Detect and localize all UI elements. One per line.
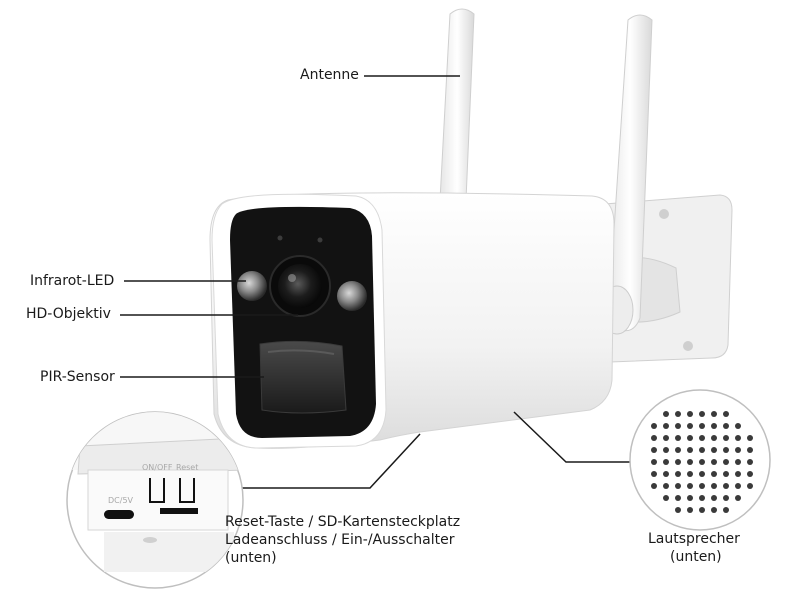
callout-reset-sd: Reset-Taste / SD-Kartensteckplatz Ladean… (225, 513, 460, 567)
speaker-hole (699, 507, 705, 513)
speaker-hole (735, 435, 741, 441)
speaker-hole (711, 423, 717, 429)
speaker-hole (663, 471, 669, 477)
speaker-hole (663, 459, 669, 465)
callout-reset-line3: (unten) (225, 550, 277, 566)
callout-reset-line2: Ladeanschluss / Ein-/Ausschalter (225, 532, 455, 548)
speaker-hole (675, 435, 681, 441)
callout-infrared-led: Infrarot-LED (30, 273, 115, 289)
switch-label: ON/OFF (142, 463, 173, 472)
speaker-hole (699, 435, 705, 441)
speaker-hole (699, 423, 705, 429)
speaker-hole (723, 435, 729, 441)
hd-lens (278, 264, 322, 308)
inset-ports (66, 411, 244, 589)
reset-label: Reset (176, 463, 198, 472)
speaker-hole (675, 495, 681, 501)
port-label-dc: DC/5V (108, 496, 134, 505)
speaker-hole (711, 411, 717, 417)
speaker-hole (687, 423, 693, 429)
speaker-hole (723, 423, 729, 429)
speaker-hole (723, 483, 729, 489)
callout-speaker: Lautsprecher (unten) (648, 530, 740, 566)
speaker-hole (723, 459, 729, 465)
antenna-left (439, 8, 475, 201)
speaker-hole (675, 471, 681, 477)
callout-speaker-line1: Lautsprecher (648, 531, 740, 547)
pir-sensor (259, 340, 347, 414)
speaker-hole (675, 423, 681, 429)
speaker-hole (711, 471, 717, 477)
speaker-hole (687, 507, 693, 513)
speaker-hole (711, 483, 717, 489)
speaker-hole (663, 447, 669, 453)
callout-reset-line1: Reset-Taste / SD-Kartensteckplatz (225, 514, 461, 530)
speaker-hole (747, 483, 753, 489)
speaker-hole (747, 471, 753, 477)
speaker-hole (699, 459, 705, 465)
callout-pir-sensor: PIR-Sensor (40, 369, 115, 385)
speaker-hole (651, 447, 657, 453)
callout-speaker-line2: (unten) (670, 549, 722, 565)
speaker-hole (735, 471, 741, 477)
speaker-hole (687, 459, 693, 465)
speaker-hole (675, 483, 681, 489)
speaker-hole (699, 411, 705, 417)
speaker-hole (723, 411, 729, 417)
speaker-hole (723, 495, 729, 501)
speaker-hole (747, 447, 753, 453)
speaker-hole (651, 471, 657, 477)
speaker-hole (663, 495, 669, 501)
speaker-hole (687, 471, 693, 477)
leader-lines (120, 75, 636, 489)
camera-body (209, 192, 615, 449)
speaker-hole (663, 483, 669, 489)
speaker-hole (687, 447, 693, 453)
speaker-hole (711, 447, 717, 453)
speaker-hole (663, 411, 669, 417)
speaker-hole (687, 483, 693, 489)
speaker-hole (699, 495, 705, 501)
speaker-hole (711, 495, 717, 501)
speaker-hole (687, 435, 693, 441)
charging-port (104, 510, 134, 519)
speaker-hole (735, 423, 741, 429)
speaker-hole (723, 471, 729, 477)
speaker-hole (747, 459, 753, 465)
speaker-hole (735, 459, 741, 465)
antenna-right (600, 14, 653, 335)
infrared-led-left (237, 271, 267, 301)
callout-antenna: Antenne (300, 67, 359, 83)
speaker-hole (747, 435, 753, 441)
speaker-hole (735, 483, 741, 489)
speaker-hole (699, 471, 705, 477)
speaker-hole (699, 447, 705, 453)
speaker-hole (699, 483, 705, 489)
speaker-hole (735, 495, 741, 501)
speaker-hole (675, 411, 681, 417)
speaker-hole (651, 423, 657, 429)
speaker-hole (687, 495, 693, 501)
speaker-hole (663, 435, 669, 441)
speaker-hole (711, 435, 717, 441)
speaker-hole (651, 483, 657, 489)
speaker-hole (723, 507, 729, 513)
speaker-hole (675, 459, 681, 465)
sd-card-slot (160, 508, 198, 514)
speaker-hole (723, 447, 729, 453)
speaker-hole (651, 459, 657, 465)
speaker-hole (675, 447, 681, 453)
speaker-hole (663, 423, 669, 429)
speaker-hole (687, 411, 693, 417)
speaker-hole (735, 447, 741, 453)
speaker-hole (675, 507, 681, 513)
inset-speaker (629, 389, 771, 531)
speaker-hole (651, 435, 657, 441)
speaker-hole (711, 507, 717, 513)
callout-hd-lens: HD-Objektiv (26, 306, 111, 322)
speaker-hole (711, 459, 717, 465)
